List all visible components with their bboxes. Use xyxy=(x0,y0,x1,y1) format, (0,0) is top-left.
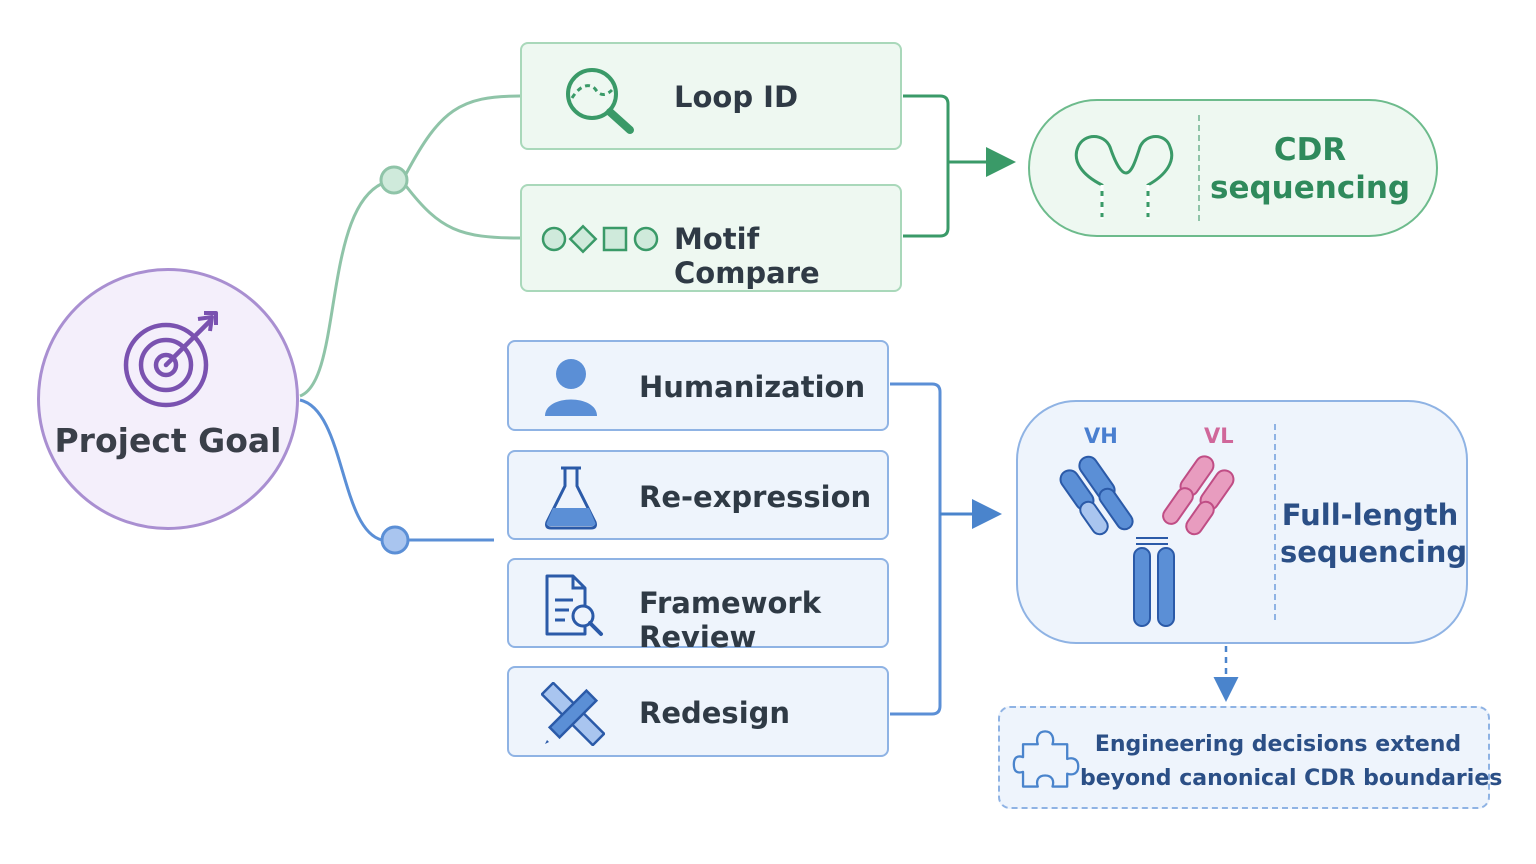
motif-compare-box[interactable]: Motif Compare xyxy=(520,184,902,292)
green-hub-to-motif-connector xyxy=(404,185,521,240)
green-hub-node xyxy=(379,165,409,195)
vh-label: VH xyxy=(1084,424,1118,448)
target-icon xyxy=(123,311,218,408)
redesign-box[interactable]: Redesign xyxy=(507,666,889,757)
document-search-icon xyxy=(545,574,603,636)
full-length-label: Full-length sequencing xyxy=(1280,497,1468,571)
cdr-line-2: sequencing xyxy=(1210,170,1411,206)
note-line-1: Engineering decisions extend xyxy=(1094,732,1462,757)
redesign-label: Redesign xyxy=(639,696,791,730)
humanization-label: Humanization xyxy=(639,370,866,404)
full-length-sequencing-node[interactable]: VH VL Full-length sequencing xyxy=(1016,400,1468,644)
loop-id-label: Loop ID xyxy=(674,80,799,114)
cdr-loops-icon xyxy=(1074,135,1174,219)
goal-to-blue-hub-connector xyxy=(299,398,383,542)
cdr-line-1: CDR xyxy=(1273,132,1347,168)
motif-compare-label: Motif Compare xyxy=(674,222,820,290)
cdr-sequencing-node[interactable]: CDR sequencing xyxy=(1028,99,1438,237)
re-expression-label: Re-expression xyxy=(639,480,872,514)
project-goal-label: Project Goal xyxy=(54,421,282,460)
re-expression-box[interactable]: Re-expression xyxy=(507,450,889,540)
antibody-icon xyxy=(1059,455,1235,627)
project-goal-node[interactable]: Project Goal xyxy=(37,268,299,530)
framework-review-label: Framework Review xyxy=(639,586,822,654)
person-icon xyxy=(545,359,597,416)
green-hub-to-loop-id-connector xyxy=(404,94,521,175)
engineering-note-box: Engineering decisions extend beyond cano… xyxy=(998,706,1503,809)
blue-hub-node xyxy=(380,525,410,555)
puzzle-icon xyxy=(1012,730,1080,788)
loop-id-box[interactable]: Loop ID xyxy=(520,42,902,150)
engineering-note-text: Engineering decisions extend beyond cano… xyxy=(1080,728,1503,796)
framework-review-box[interactable]: Framework Review xyxy=(507,558,889,654)
full-length-divider xyxy=(1274,424,1276,620)
note-line-2: beyond canonical CDR boundaries xyxy=(1080,766,1503,791)
pencil-ruler-icon xyxy=(541,682,605,746)
shapes-compare-icon xyxy=(541,224,659,254)
vl-label: VL xyxy=(1204,424,1234,448)
full-line-1: Full-length xyxy=(1281,498,1459,532)
magnifier-loop-icon xyxy=(566,68,634,134)
cdr-sequencing-label: CDR sequencing xyxy=(1210,131,1410,207)
full-line-2: sequencing xyxy=(1280,535,1468,569)
loop-id-to-merge-connector xyxy=(903,94,950,238)
goal-to-green-hub-connector xyxy=(299,178,395,398)
humanization-box[interactable]: Humanization xyxy=(507,340,889,431)
blue-merge-connector xyxy=(890,382,942,716)
flask-icon xyxy=(545,466,597,530)
cdr-divider xyxy=(1198,115,1200,221)
